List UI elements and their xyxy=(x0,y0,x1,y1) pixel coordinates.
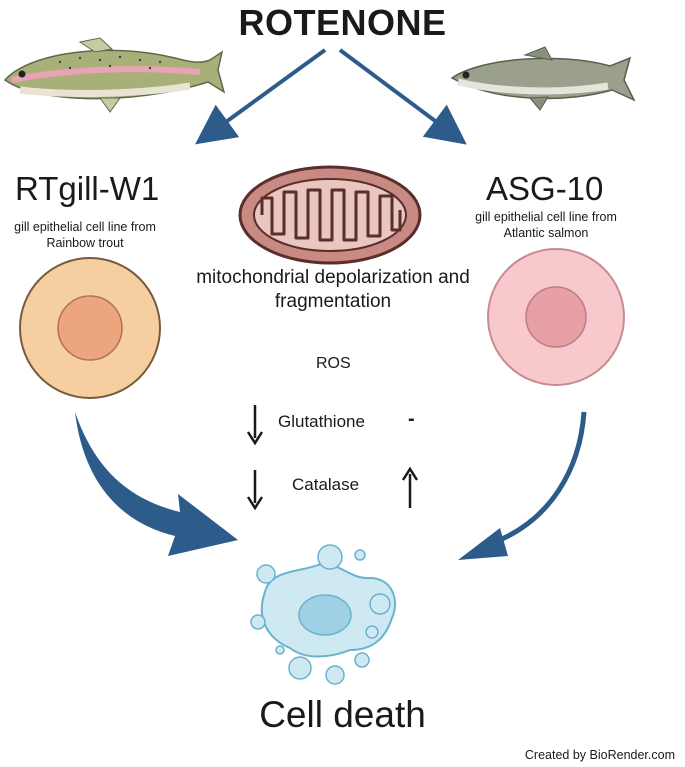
glutathione-down-arrow xyxy=(246,405,264,446)
left-to-death-arrow xyxy=(75,412,238,556)
glutathione-label: Glutathione xyxy=(278,412,365,431)
catalase-down-arrow xyxy=(246,470,264,511)
catalase-label: Catalase xyxy=(292,475,360,494)
arrow-to-asg10 xyxy=(338,48,467,145)
asg10-cell xyxy=(487,248,625,386)
mitochondrial-effect-label: mitochondrial depolarization and fragmen… xyxy=(196,267,470,312)
dying-cell-icon xyxy=(250,544,396,685)
mitochondrion-icon xyxy=(238,165,422,265)
right-to-death-arrow xyxy=(458,411,587,560)
atlantic-salmon-icon xyxy=(450,46,636,111)
asg10-label: ASG-10 xyxy=(486,170,604,207)
rtgill-cell xyxy=(19,257,161,399)
rtgill-nucleus xyxy=(57,295,123,361)
rtgill-w1-label: RTgill-W1 xyxy=(15,170,160,207)
rtgill-w1-description: gill epithelial cell line from Rainbow t… xyxy=(14,220,156,250)
rotenone-title: ROTENONE xyxy=(238,2,447,43)
biorender-credit: Created by BioRender.com xyxy=(524,748,675,762)
cell-death-label: Cell death xyxy=(259,694,426,735)
asg10-nucleus xyxy=(525,286,587,348)
catalase-up-arrow xyxy=(401,466,419,508)
ros-label: ROS xyxy=(316,355,351,372)
rainbow-trout-icon xyxy=(3,37,226,113)
asg10-description: gill epithelial cell line from Atlantic … xyxy=(475,210,617,240)
arrow-to-rtgill xyxy=(195,48,327,145)
rotenone-arrows xyxy=(195,48,467,145)
glutathione-right-change: - xyxy=(408,408,415,430)
